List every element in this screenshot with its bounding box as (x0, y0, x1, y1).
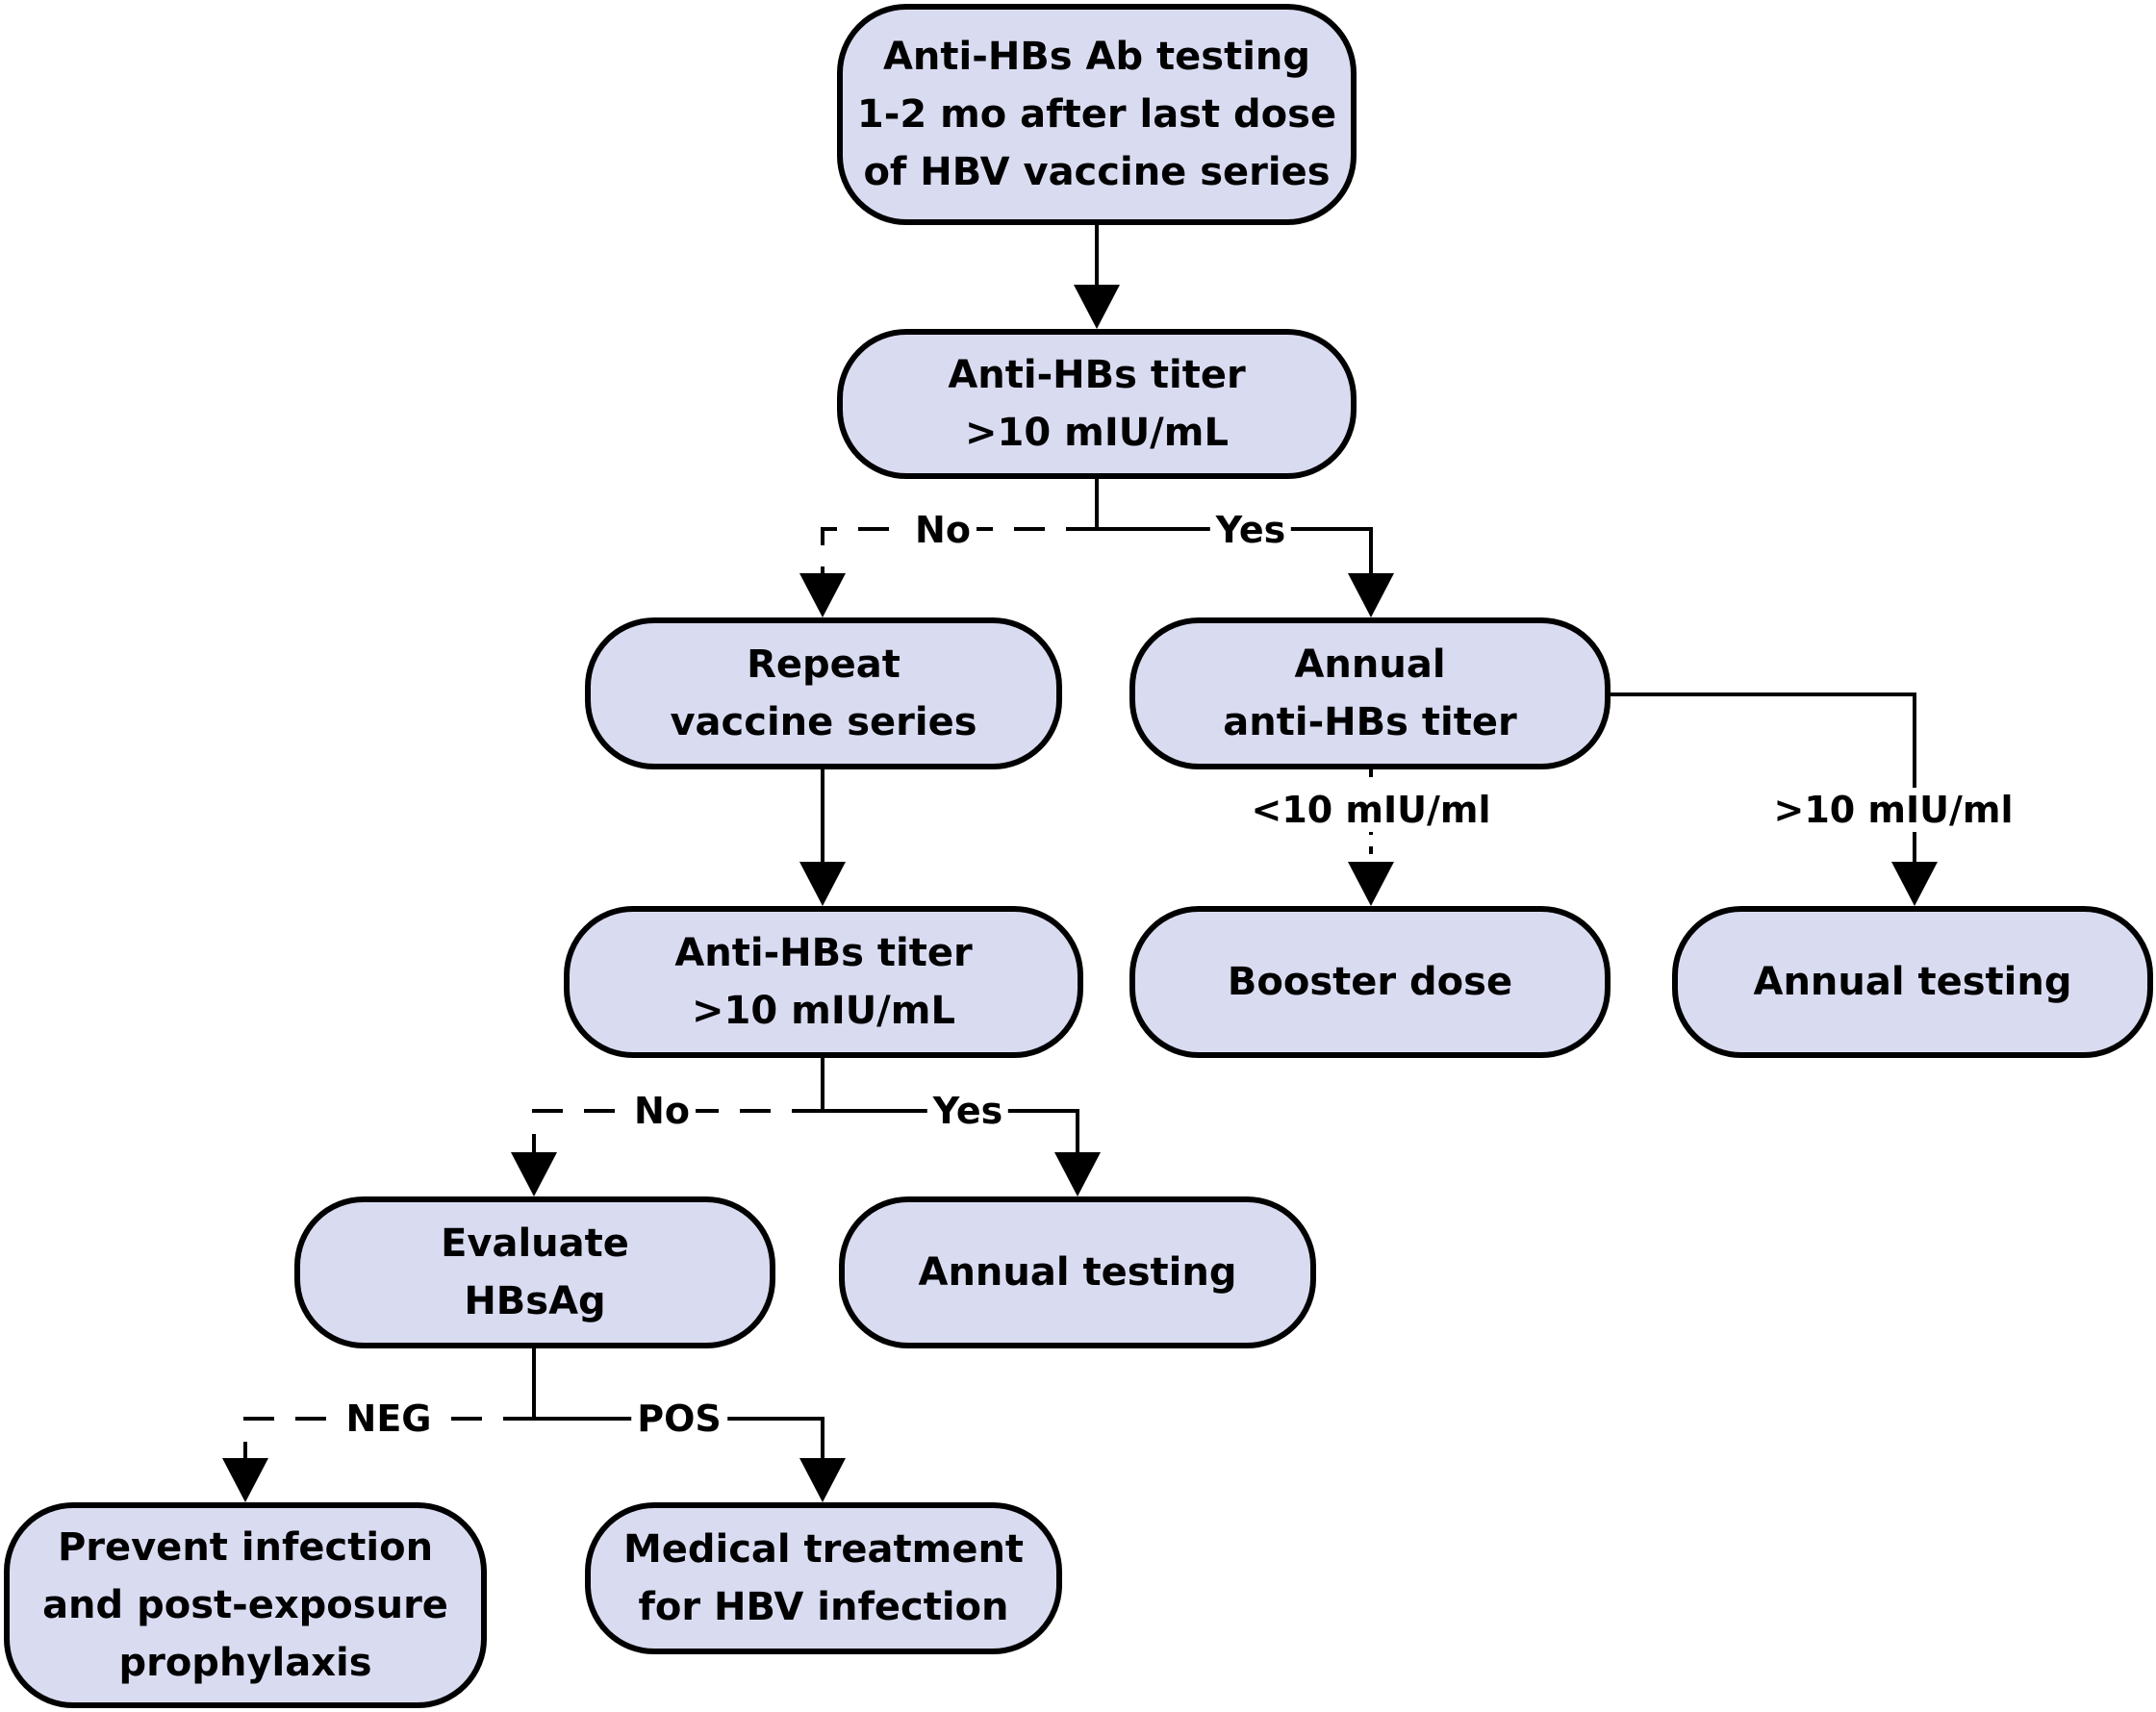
label-pos: POS (631, 1397, 727, 1441)
node-prevent-line-1: Prevent infection (57, 1525, 434, 1570)
arrowhead-prevent (222, 1458, 268, 1502)
node-treatment-line-2: for HBV infection (638, 1585, 1009, 1629)
node-titer2: Anti-HBs titer >10 mIU/mL (564, 906, 1083, 1058)
arrowhead-booster (1348, 862, 1394, 906)
node-booster-dose: Booster dose (1129, 906, 1611, 1058)
label-no-2: No (628, 1089, 696, 1133)
node-annual-testing-right-line-1: Annual testing (1753, 960, 2072, 1004)
arrowhead-annual-testing-right (1891, 862, 1938, 906)
label-yes-2: Yes (926, 1089, 1009, 1133)
arrowhead-evaluate (511, 1152, 557, 1196)
node-evaluate-line-1: Evaluate (441, 1221, 629, 1266)
arrowhead-titer2 (799, 862, 846, 906)
node-annual-titer: Annual anti-HBs titer (1129, 617, 1611, 769)
edge-titer2-no (532, 1109, 823, 1156)
edge-titer1-yes (1097, 527, 1373, 577)
node-repeat-vaccine: Repeat vaccine series (585, 617, 1062, 769)
node-prevent-line-3: prophylaxis (118, 1641, 372, 1685)
arrowhead-annual-testing-mid (1054, 1152, 1101, 1196)
node-evaluate-hbsag: Evaluate HBsAg (294, 1196, 775, 1348)
label-lt10: <10 mIU/ml (1245, 788, 1497, 832)
edge-evaluate-neg (243, 1417, 534, 1462)
node-start-line-2: 1-2 mo after last dose (856, 92, 1337, 137)
node-prevent-infection: Prevent infection and post-exposure prop… (4, 1502, 487, 1708)
node-annual-testing-right: Annual testing (1672, 906, 2153, 1058)
node-prevent-line-2: and post-exposure (42, 1583, 448, 1627)
label-no-1: No (909, 508, 977, 552)
node-titer2-line-2: >10 mIU/mL (692, 989, 955, 1033)
node-repeat-line-1: Repeat (747, 642, 900, 687)
label-yes-1: Yes (1209, 508, 1292, 552)
node-treatment-line-1: Medical treatment (622, 1527, 1025, 1572)
node-annual-testing-mid-line-1: Annual testing (918, 1250, 1237, 1295)
node-annual-titer-line-2: anti-HBs titer (1223, 700, 1517, 744)
node-start-line-1: Anti-HBs Ab testing (882, 35, 1311, 79)
edge-evaluate-pos (534, 1417, 824, 1462)
node-titer1-line-1: Anti-HBs titer (948, 353, 1246, 397)
node-titer2-line-1: Anti-HBs titer (674, 931, 973, 975)
label-neg: NEG (340, 1397, 438, 1441)
node-titer1-line-2: >10 mIU/mL (965, 411, 1229, 455)
node-start-line-3: of HBV vaccine series (863, 150, 1331, 194)
node-titer1: Anti-HBs titer >10 mIU/mL (837, 329, 1357, 479)
label-gt10: >10 mIU/ml (1767, 788, 2019, 832)
arrowhead-annual-titer (1348, 573, 1394, 617)
node-annual-titer-line-1: Annual (1294, 642, 1446, 687)
node-annual-testing-mid: Annual testing (839, 1196, 1316, 1348)
node-repeat-line-2: vaccine series (670, 700, 977, 744)
arrowhead-treatment (799, 1458, 846, 1502)
edge-annual-to-annual-testing (1607, 692, 1916, 866)
node-booster-line-1: Booster dose (1227, 960, 1513, 1004)
edge-titer1-no (821, 527, 1097, 577)
arrowhead-repeat (799, 573, 846, 617)
edge-titer2-yes (823, 1109, 1079, 1156)
node-medical-treatment: Medical treatment for HBV infection (585, 1502, 1062, 1654)
node-evaluate-line-2: HBsAg (464, 1279, 606, 1323)
arrowhead-titer1 (1074, 285, 1120, 329)
node-start: Anti-HBs Ab testing 1-2 mo after last do… (837, 4, 1357, 225)
